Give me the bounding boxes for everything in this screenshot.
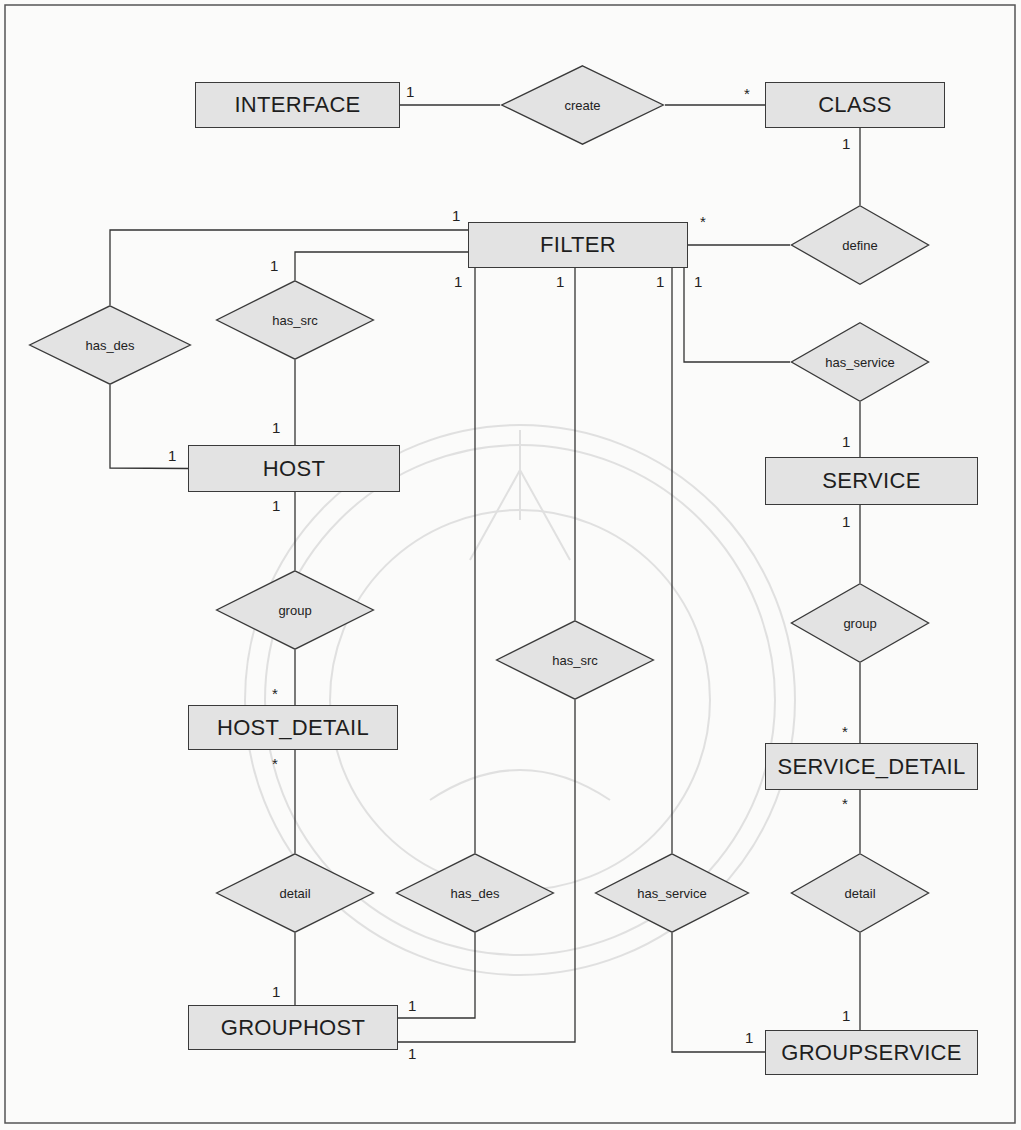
connector-line: [110, 385, 188, 469]
cardinality-label: 1: [842, 434, 850, 450]
cardinality-label: *: [272, 756, 278, 772]
cardinality-label: 1: [408, 998, 416, 1014]
entity-box: GROUPSERVICE: [765, 1030, 978, 1075]
cardinality-label: 1: [842, 514, 850, 530]
connector-line: [688, 244, 790, 245]
entity-name: HOST: [263, 456, 325, 482]
entity-name: GROUPHOST: [221, 1015, 366, 1041]
entity-name: GROUPSERVICE: [781, 1040, 961, 1066]
entity-box: SERVICE_DETAIL: [765, 743, 978, 790]
cardinality-label: 1: [842, 1008, 850, 1024]
entity-name: SERVICE_DETAIL: [777, 754, 965, 780]
relationship-diamond: detail: [790, 853, 930, 933]
cardinality-label: *: [842, 724, 848, 740]
connector-line: [294, 360, 295, 445]
connector-line: [672, 933, 765, 1052]
cardinality-label: 1: [270, 258, 278, 274]
cardinality-label: *: [272, 686, 278, 702]
connector-line: [574, 268, 575, 620]
cardinality-label: 1: [406, 84, 414, 100]
cardinality-label: *: [744, 86, 750, 102]
cardinality-label: 1: [408, 1046, 416, 1062]
connector-line: [398, 933, 475, 1018]
cardinality-label: 1: [556, 274, 564, 290]
entity-name: INTERFACE: [234, 92, 360, 118]
connector-line: [474, 268, 475, 853]
entity-name: HOST_DETAIL: [217, 715, 369, 741]
cardinality-label: *: [842, 796, 848, 812]
relationship-diamond: has_src: [495, 620, 655, 700]
cardinality-label: 1: [272, 498, 280, 514]
entity-name: SERVICE: [822, 468, 920, 494]
entity-box: HOST_DETAIL: [188, 705, 398, 750]
entity-box: HOST: [188, 445, 400, 492]
relationship-name: has_service: [825, 355, 894, 370]
relationship-name: detail: [844, 886, 875, 901]
relationship-diamond: has_service: [790, 322, 930, 402]
cardinality-label: 1: [452, 208, 460, 224]
entity-name: CLASS: [818, 92, 892, 118]
entity-box: CLASS: [765, 82, 945, 128]
connector-line: [295, 252, 468, 280]
cardinality-label: 1: [842, 136, 850, 152]
connector-line: [294, 933, 295, 1005]
entity-box: INTERFACE: [195, 82, 400, 128]
connector-line: [294, 492, 295, 570]
relationship-diamond: has_src: [215, 280, 375, 360]
relationship-name: define: [842, 238, 877, 253]
cardinality-label: 1: [745, 1030, 753, 1046]
cardinality-label: *: [700, 214, 706, 230]
relationship-diamond: has_des: [395, 853, 555, 933]
relationship-diamond: has_service: [594, 853, 750, 933]
cardinality-label: 1: [454, 274, 462, 290]
relationship-diamond: define: [790, 205, 930, 285]
relationship-name: has_src: [272, 313, 318, 328]
relationship-diamond: create: [500, 65, 665, 145]
connector-line: [671, 268, 672, 853]
cardinality-label: 1: [272, 420, 280, 436]
relationship-diamond: group: [215, 570, 375, 650]
cardinality-label: 1: [656, 274, 664, 290]
connector-line: [859, 505, 860, 583]
cardinality-label: 1: [168, 448, 176, 464]
connector-line: [859, 790, 860, 853]
connector-line: [859, 402, 860, 457]
connector-line: [294, 650, 295, 705]
cardinality-label: 1: [272, 984, 280, 1000]
connector-line: [859, 663, 860, 743]
entity-box: SERVICE: [765, 457, 978, 505]
connector-line: [859, 933, 860, 1030]
entity-name: FILTER: [540, 232, 616, 258]
relationship-name: has_service: [637, 886, 706, 901]
relationship-diamond: group: [790, 583, 930, 663]
relationship-name: has_src: [552, 653, 598, 668]
relationship-name: detail: [279, 886, 310, 901]
frame: [5, 5, 1015, 1123]
connector-line: [665, 104, 765, 105]
relationship-diamond: detail: [215, 853, 375, 933]
entity-box: GROUPHOST: [188, 1005, 398, 1050]
relationship-name: create: [564, 98, 600, 113]
entity-box: FILTER: [468, 222, 688, 268]
cardinality-label: 1: [694, 274, 702, 290]
relationship-name: has_des: [85, 338, 134, 353]
connector-line: [294, 750, 295, 853]
relationship-name: group: [278, 603, 311, 618]
connector-line: [684, 268, 790, 362]
connector-line: [400, 104, 500, 105]
relationship-name: group: [843, 616, 876, 631]
connector-line: [859, 128, 860, 205]
relationship-diamond: has_des: [28, 305, 192, 385]
relationship-name: has_des: [450, 886, 499, 901]
